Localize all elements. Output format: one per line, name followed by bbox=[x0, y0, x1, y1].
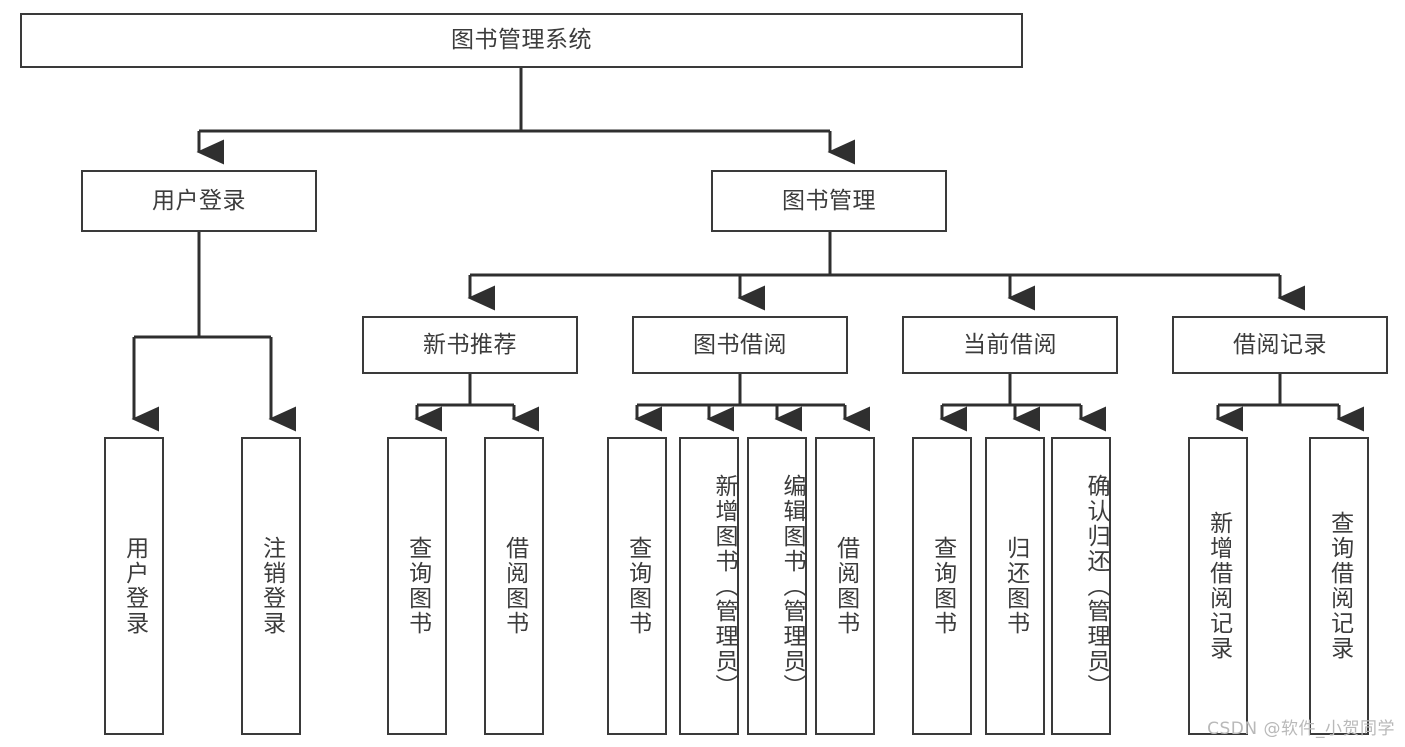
leaf-query-book-borrow[interactable]: 查询图书 bbox=[607, 437, 667, 735]
leaf-borrow-book-recommend-label: 借阅图书 bbox=[501, 536, 528, 636]
leaf-logout[interactable]: 注销登录 bbox=[241, 437, 301, 735]
csdn-watermark: CSDN @软件_小贺同学 bbox=[1207, 719, 1395, 739]
leaf-query-book-current-label: 查询图书 bbox=[929, 536, 956, 636]
node-current-borrow[interactable]: 当前借阅 bbox=[902, 316, 1118, 374]
node-user-login-label: 用户登录 bbox=[152, 187, 246, 214]
leaf-edit-book-admin-label: 编辑图书（管理员） bbox=[779, 473, 805, 699]
leaf-query-borrow-record[interactable]: 查询借阅记录 bbox=[1309, 437, 1369, 735]
leaf-query-book-recommend-label: 查询图书 bbox=[404, 536, 431, 636]
leaf-user-login-label: 用户登录 bbox=[121, 536, 148, 636]
node-current-borrow-label: 当前借阅 bbox=[963, 331, 1057, 358]
leaf-return-book-label: 归还图书 bbox=[1002, 536, 1029, 636]
node-root[interactable]: 图书管理系统 bbox=[20, 13, 1023, 68]
leaf-add-borrow-record-label: 新增借阅记录 bbox=[1205, 511, 1232, 661]
leaf-borrow-book-recommend[interactable]: 借阅图书 bbox=[484, 437, 544, 735]
node-book-borrow[interactable]: 图书借阅 bbox=[632, 316, 848, 374]
node-new-book-recommend-label: 新书推荐 bbox=[423, 331, 517, 358]
node-root-label: 图书管理系统 bbox=[451, 27, 592, 53]
leaf-borrow-book[interactable]: 借阅图书 bbox=[815, 437, 875, 735]
node-book-management-label: 图书管理 bbox=[782, 187, 876, 214]
leaf-edit-book-admin[interactable]: 编辑图书（管理员） bbox=[747, 437, 807, 735]
leaf-confirm-return-admin[interactable]: 确认归还（管理员） bbox=[1051, 437, 1111, 735]
node-book-borrow-label: 图书借阅 bbox=[693, 331, 787, 358]
leaf-add-book-admin[interactable]: 新增图书（管理员） bbox=[679, 437, 739, 735]
leaf-query-borrow-record-label: 查询借阅记录 bbox=[1326, 511, 1353, 661]
node-book-management[interactable]: 图书管理 bbox=[711, 170, 947, 232]
leaf-query-book-current[interactable]: 查询图书 bbox=[912, 437, 972, 735]
node-borrow-record-label: 借阅记录 bbox=[1233, 331, 1327, 358]
leaf-logout-label: 注销登录 bbox=[258, 536, 285, 636]
leaf-borrow-book-label: 借阅图书 bbox=[832, 536, 859, 636]
leaf-user-login[interactable]: 用户登录 bbox=[104, 437, 164, 735]
leaf-query-book-borrow-label: 查询图书 bbox=[624, 536, 651, 636]
leaf-add-borrow-record[interactable]: 新增借阅记录 bbox=[1188, 437, 1248, 735]
leaf-add-book-admin-label: 新增图书（管理员） bbox=[711, 473, 737, 699]
node-borrow-record[interactable]: 借阅记录 bbox=[1172, 316, 1388, 374]
leaf-return-book[interactable]: 归还图书 bbox=[985, 437, 1045, 735]
node-new-book-recommend[interactable]: 新书推荐 bbox=[362, 316, 578, 374]
node-user-login[interactable]: 用户登录 bbox=[81, 170, 317, 232]
leaf-confirm-return-admin-label: 确认归还（管理员） bbox=[1083, 473, 1109, 699]
leaf-query-book-recommend[interactable]: 查询图书 bbox=[387, 437, 447, 735]
